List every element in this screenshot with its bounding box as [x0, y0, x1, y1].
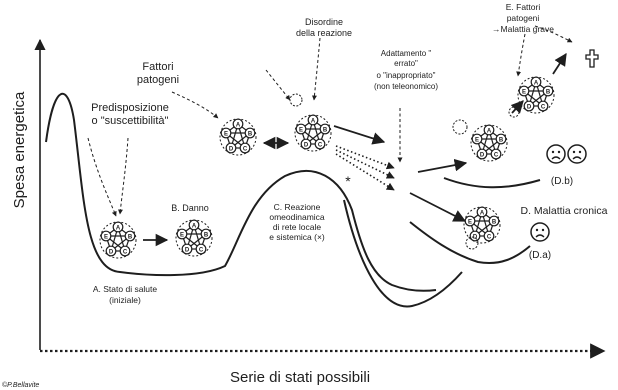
svg-text:C. Reazione: C. Reazione: [274, 202, 321, 212]
dip-curve: [343, 199, 463, 308]
svg-text:omeodinamica: omeodinamica: [269, 212, 325, 222]
network-node-e: [517, 76, 555, 114]
state-arrows: [143, 52, 567, 247]
network-node-c1: [219, 118, 257, 156]
svg-text:errato": errato": [394, 59, 418, 68]
svg-text:(iniziale): (iniziale): [109, 295, 141, 305]
pointer-arrows: [87, 25, 573, 217]
network-node-c2: [294, 114, 332, 152]
network-node-db: [470, 124, 508, 162]
label-state-a: A. Stato di salute (iniziale): [93, 284, 158, 305]
svg-text:E. Fattori: E. Fattori: [506, 2, 541, 12]
network-node-a: [99, 221, 137, 259]
sad-face-icon: [546, 144, 566, 164]
svg-text:(non teleonomico): (non teleonomico): [374, 82, 438, 91]
label-predisposition: Predisposizione o "suscettibilità": [91, 102, 169, 127]
svg-text:e sistemica (×): e sistemica (×): [269, 232, 325, 242]
cross-icon: [585, 49, 599, 68]
divergence-arrows: [335, 145, 395, 191]
label-reaction-disorder: Disordine della reazione: [296, 17, 352, 38]
energy-landscape: [45, 92, 541, 308]
label-state-c: C. Reazione omeodinamica di rete locale …: [269, 202, 325, 242]
sad-face-icon: [530, 222, 550, 242]
label-pathogenic-factors: Fattori patogeni: [137, 61, 179, 86]
svg-text:Disordine: Disordine: [305, 17, 343, 27]
svg-text:della reazione: della reazione: [296, 28, 352, 38]
label-state-db: (D.b): [551, 176, 573, 187]
label-wrong-adaptation: Adattamento " errato" o "inappropriato" …: [374, 49, 438, 91]
pathogen-marks: [289, 93, 520, 250]
branch-curve-db: [443, 177, 541, 189]
copyright-label: ©P.Bellavite: [2, 381, 39, 389]
svg-text:di rete locale: di rete locale: [273, 222, 321, 232]
svg-text:o "inappropriato": o "inappropriato": [376, 71, 435, 80]
svg-text:o "suscettibilità": o "suscettibilità": [92, 115, 169, 127]
label-state-da: (D.a): [529, 250, 551, 261]
svg-text:Fattori: Fattori: [142, 61, 173, 73]
asterisk-mark: *: [345, 173, 351, 189]
y-axis-label: Spesa energetica: [11, 91, 28, 208]
x-axis-label: Serie di stati possibili: [230, 369, 370, 386]
svg-text:Predisposizione: Predisposizione: [91, 102, 169, 114]
network-node-b: [175, 219, 213, 257]
svg-text:Adattamento ": Adattamento ": [381, 49, 432, 58]
label-state-d: D. Malattia cronica: [521, 205, 608, 217]
svg-text:→Malattia grave: →Malattia grave: [492, 24, 554, 34]
label-state-e: E. Fattori patogeni →Malattia grave: [492, 2, 554, 34]
branch-curve-da: [409, 221, 531, 264]
main-energy-curve: [45, 92, 437, 292]
label-state-b: B. Danno: [171, 203, 209, 213]
svg-text:patogeni: patogeni: [507, 13, 540, 23]
svg-text:patogeni: patogeni: [137, 74, 179, 86]
sad-face-icon: [567, 144, 587, 164]
svg-text:A. Stato di salute: A. Stato di salute: [93, 284, 158, 294]
